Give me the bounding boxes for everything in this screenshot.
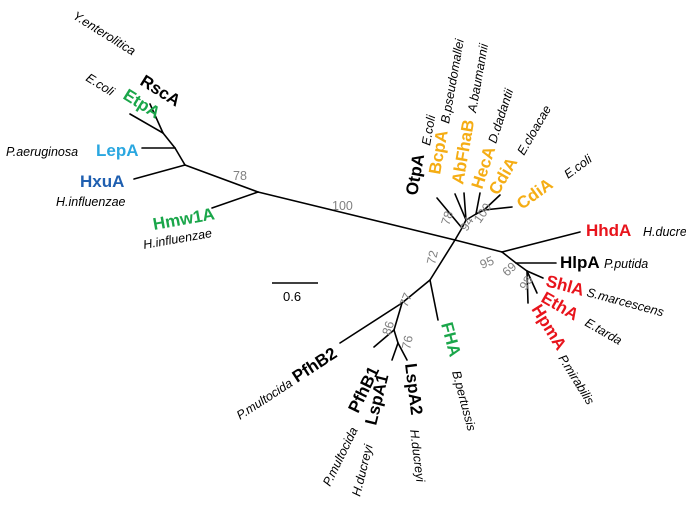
- branch-shla: [526, 270, 544, 279]
- branch-upper-right: [454, 227, 463, 241]
- taxon-organism: E.coli: [419, 113, 438, 147]
- bootstrap-value: 86: [380, 319, 398, 337]
- taxon-organism: E.coli: [562, 151, 596, 181]
- taxon-organism: H.influenzae: [142, 226, 213, 252]
- taxon-protein-name: PfhB2: [289, 344, 341, 387]
- tree-branches: [129, 103, 581, 361]
- taxon-protein-name: HhdA: [586, 221, 631, 240]
- branch-lspa1: [391, 342, 399, 361]
- branch-pfhb2: [339, 302, 403, 344]
- branch-lspa: [393, 329, 399, 344]
- taxon-organism: H.ducreyi: [407, 429, 427, 484]
- scale-bar: 0.6: [272, 282, 318, 304]
- branch-etpa: [129, 113, 164, 134]
- taxon-organism: P.putida: [604, 257, 648, 271]
- taxon-labels: Y.enterolitica RscA E.coli EtpA P.aerugi…: [6, 9, 686, 498]
- branch-hhda: [501, 231, 581, 253]
- branch-cdia-pair: [475, 209, 485, 215]
- taxon-organism: E.coli: [83, 71, 117, 100]
- taxon-organism: H.ducreyi: [643, 225, 686, 239]
- bootstrap-value: 94: [457, 214, 476, 233]
- taxon-organism: P.multocida: [234, 376, 295, 422]
- taxon-organism: E.cloacae: [514, 103, 554, 158]
- bootstrap-value: 76: [399, 334, 416, 351]
- branch-lower: [429, 239, 456, 281]
- branch-rsca: [149, 103, 164, 134]
- bootstrap-value: 98: [517, 273, 536, 292]
- branch-hmw1a: [211, 191, 259, 209]
- scale-bar-label: 0.6: [283, 289, 301, 304]
- branch-hpma: [526, 270, 529, 304]
- branch-lower-right: [454, 239, 503, 253]
- branch-cdia-ecoli: [483, 206, 513, 211]
- branch-upper-cluster: [461, 219, 467, 229]
- taxon-organism: Y.enterolitica: [70, 9, 138, 59]
- branch-upper-left: [174, 147, 186, 166]
- taxon-organism: H.ducreyi: [349, 442, 376, 498]
- branch-hxua: [133, 164, 186, 180]
- branch-heca: [475, 192, 481, 215]
- branch-otpa: [436, 197, 463, 229]
- branch-hemolysins: [515, 262, 528, 272]
- branch-pfhb1: [373, 329, 395, 348]
- branch-fha: [429, 279, 439, 321]
- branch-rsca-etpa: [162, 132, 176, 149]
- branch-backbone: [257, 191, 456, 241]
- branch-abfhab: [463, 192, 467, 221]
- branch-lower-left: [401, 279, 431, 304]
- taxon-organism: A.baumannii: [465, 41, 491, 114]
- taxon-protein-name: CdiA: [513, 175, 556, 214]
- taxon-organism: P.mirabilis: [555, 352, 597, 407]
- bootstrap-value: 78: [233, 169, 247, 183]
- bootstrap-value: 78: [439, 209, 457, 227]
- bootstrap-value: 100: [332, 199, 353, 213]
- branch-etha: [526, 270, 538, 294]
- bootstrap-value: 77: [397, 291, 415, 309]
- taxon-organism: P.aeruginosa: [6, 145, 78, 159]
- taxon-protein-name: HxuA: [80, 172, 124, 191]
- taxon-organism: E.tarda: [583, 315, 625, 347]
- branch-lspa2: [397, 342, 408, 361]
- taxon-organism: B.pseudomallei: [438, 37, 467, 125]
- branch-left-node: [184, 164, 259, 193]
- taxon-protein-name: FHA: [437, 320, 464, 359]
- branch-cdia-ecloacae: [483, 194, 501, 211]
- taxon-protein-name: HlpA: [560, 253, 600, 272]
- branch-lr-inner: [501, 251, 517, 264]
- taxon-organism: B.pertussis: [449, 369, 479, 432]
- taxon-protein-name: OtpA: [402, 152, 428, 196]
- taxon-organism: D.dadantii: [486, 86, 517, 145]
- taxon-organism: H.influenzae: [56, 195, 126, 209]
- taxon-protein-name: LspA2: [401, 362, 426, 416]
- taxon-protein-name: LepA: [96, 141, 139, 160]
- taxon-organism: S.marcescens: [585, 285, 665, 319]
- bootstrap-value: 72: [424, 249, 441, 266]
- bootstrap-value: 95: [478, 254, 496, 272]
- branch-lsp-pfhb1: [393, 302, 403, 331]
- branch-heca-cdia: [465, 213, 477, 221]
- branch-bcpa: [454, 193, 467, 221]
